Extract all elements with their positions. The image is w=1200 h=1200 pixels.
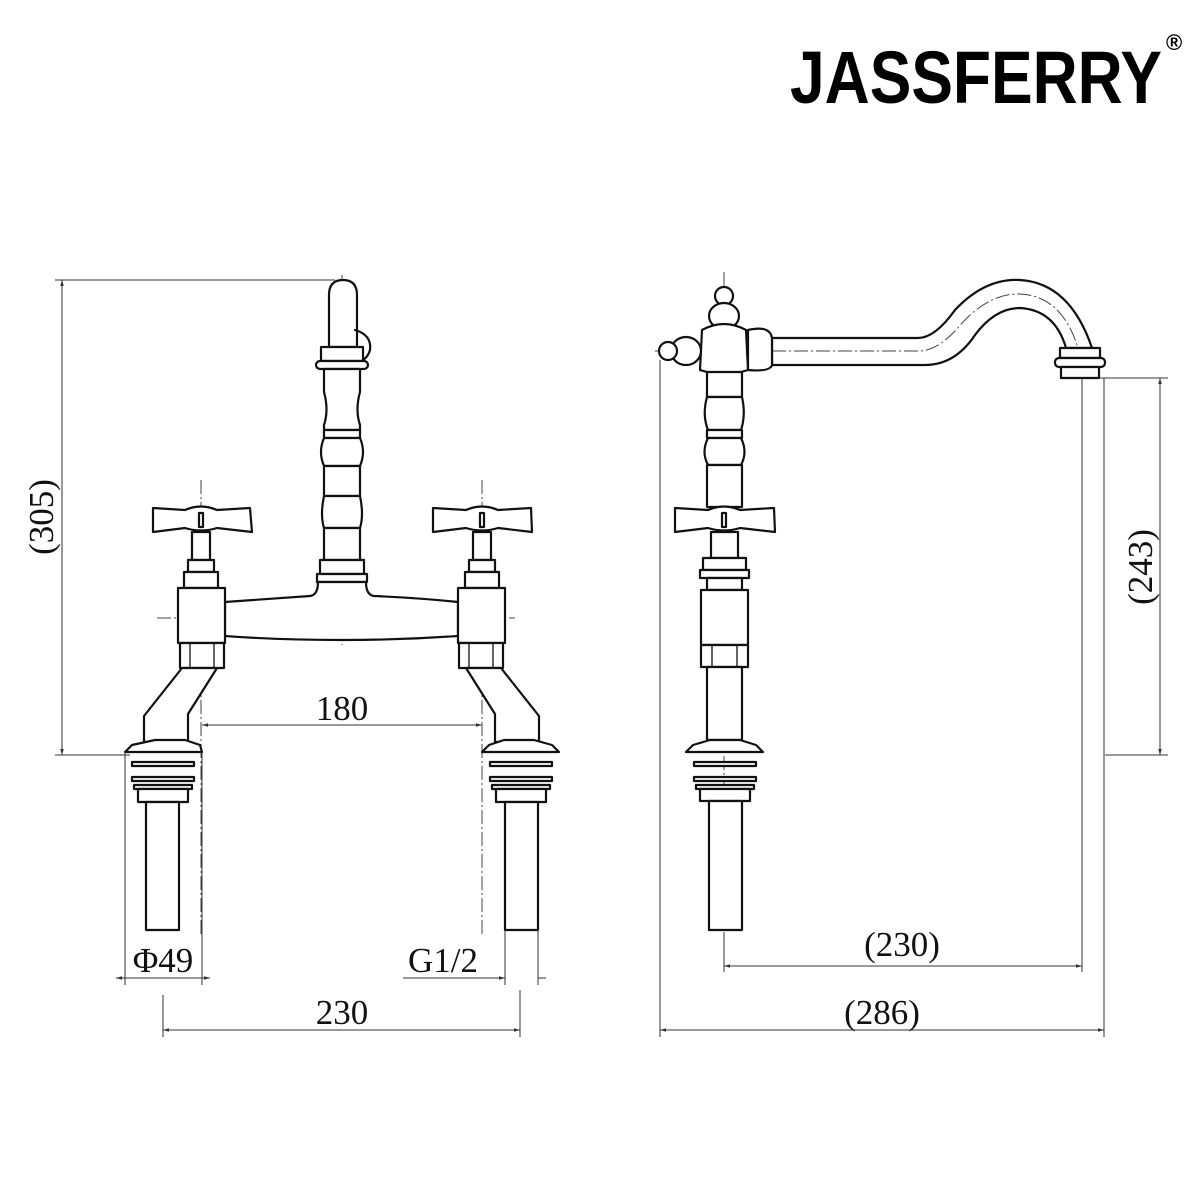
dimension-center-spacing: 180 (202, 689, 482, 728)
dim-230-label: 230 (316, 993, 369, 1032)
dimension-overall-height: (305) (22, 279, 335, 756)
dim-180-label: 180 (316, 689, 369, 728)
front-view: (305) 180 Φ49 G1/2 230 (22, 275, 561, 1037)
dim-g12-label: G1/2 (408, 941, 478, 980)
spout-side (746, 278, 1107, 380)
brand-logo: JASSFERRY ® (790, 30, 1182, 119)
dimension-overall-width: 230 (162, 990, 521, 1037)
dimension-spout-height: (243) (1100, 377, 1168, 756)
side-column (673, 370, 777, 932)
dim-243-label: (243) (1121, 529, 1160, 605)
dim-286-label: (286) (844, 993, 920, 1032)
left-valve (123, 505, 254, 932)
dimension-overall-depth: (286) (659, 360, 1105, 1037)
side-view: (243) (230) (286) (655, 272, 1168, 1037)
dim-phi49-label: Φ49 (133, 941, 194, 980)
registered-mark: ® (1166, 30, 1182, 55)
dimension-flange-diameter: Φ49 (116, 752, 210, 985)
dimension-thread: G1/2 (403, 930, 546, 985)
bridge-body (223, 580, 460, 642)
side-handle-knob (657, 285, 750, 376)
right-valve (431, 505, 561, 932)
dim-305-label: (305) (22, 479, 61, 555)
dim-230-reach-label: (230) (864, 925, 940, 964)
dimension-spout-reach: (230) (723, 378, 1083, 972)
brand-name: JASSFERRY (790, 36, 1162, 119)
spout-front (314, 278, 372, 584)
